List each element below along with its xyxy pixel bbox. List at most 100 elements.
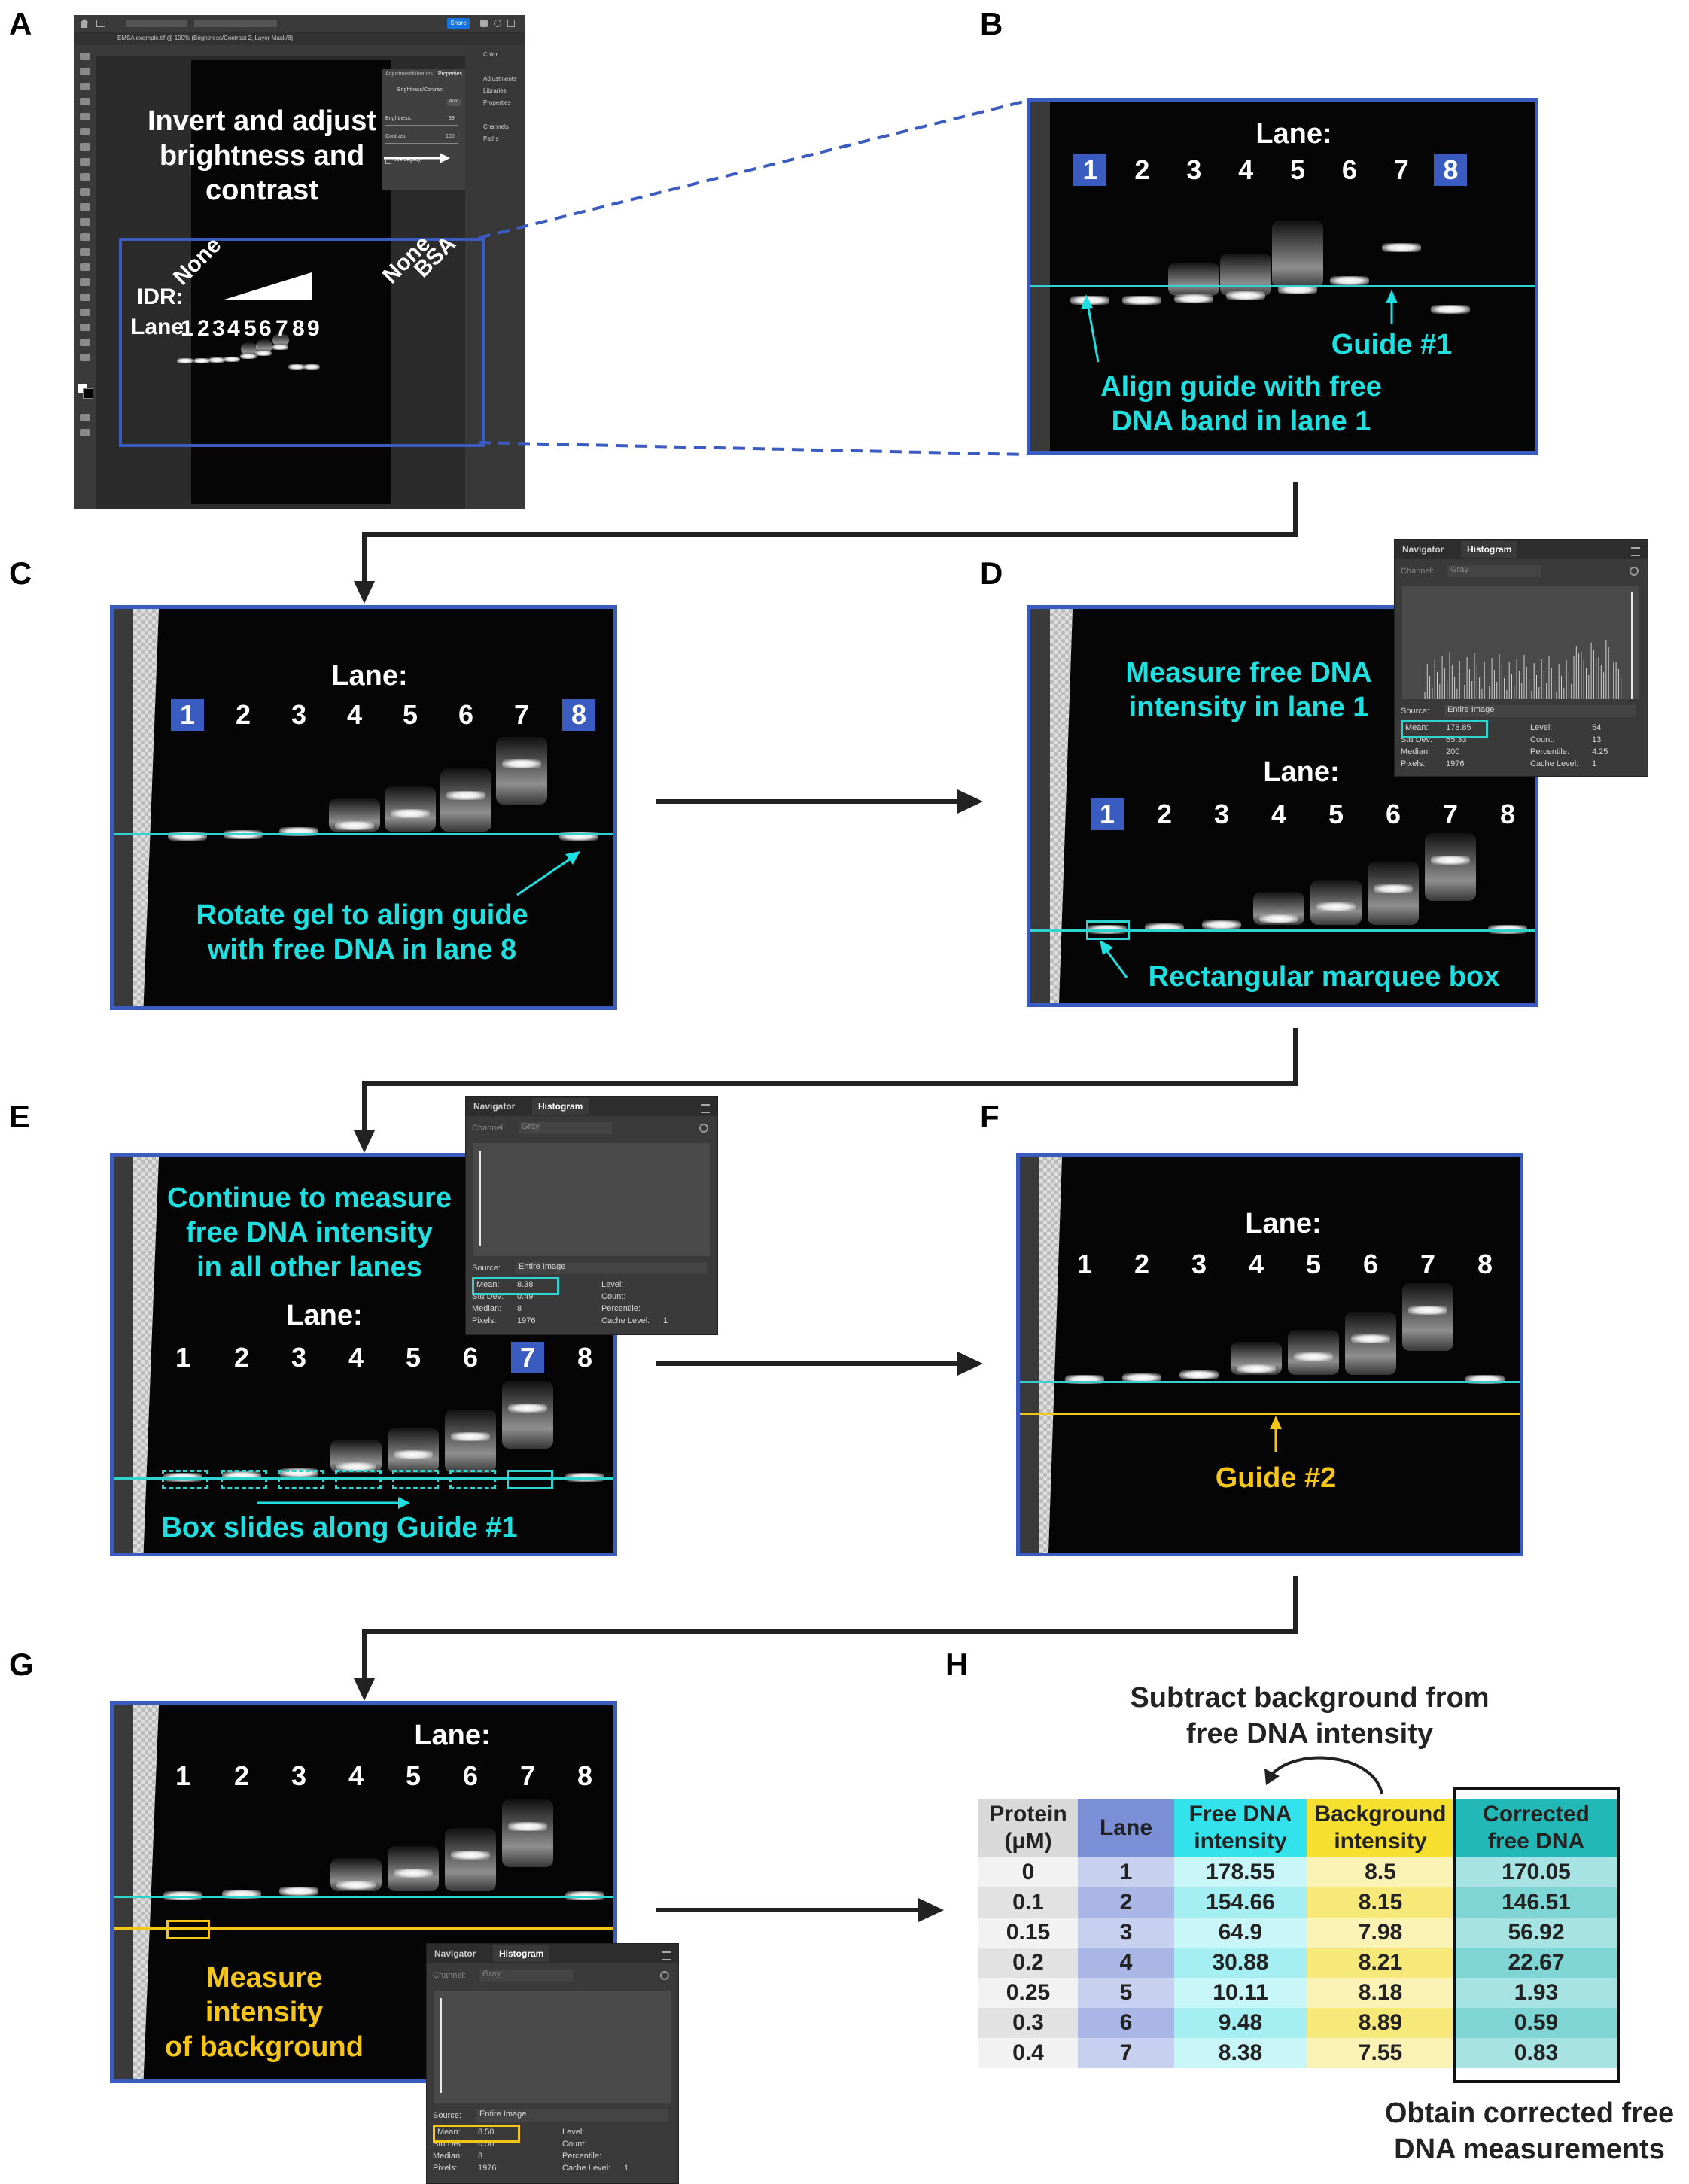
refresh-icon[interactable]	[1630, 567, 1639, 576]
frame-tool-icon[interactable]	[80, 128, 90, 135]
median-value: 8	[517, 1304, 522, 1313]
lane-title: Lane:	[1263, 756, 1340, 788]
histogram-tab[interactable]: Histogram	[532, 1098, 589, 1115]
blur-tool-icon[interactable]	[80, 248, 90, 256]
dock-paths[interactable]: Paths	[483, 135, 499, 142]
source-select[interactable]: Entire Image	[1444, 705, 1636, 717]
brightness-value[interactable]: 39	[449, 116, 455, 121]
stamp-tool-icon[interactable]	[80, 188, 90, 196]
panel-menu-icon[interactable]	[662, 1951, 671, 1960]
channel-select[interactable]: Gray	[1447, 565, 1541, 577]
lane-number: 1	[175, 1760, 191, 1791]
marquee-box-previous	[335, 1470, 382, 1489]
share-button[interactable]: Share	[447, 18, 470, 29]
workspace-icon[interactable]	[507, 20, 515, 27]
panel-menu-icon[interactable]	[1631, 547, 1640, 556]
quick-mask-icon[interactable]	[80, 414, 90, 421]
marquee-tool-icon[interactable]	[80, 68, 90, 75]
path-select-icon[interactable]	[80, 309, 90, 316]
panel-menu-icon[interactable]	[701, 1104, 710, 1113]
gel-edge-strip	[114, 609, 133, 1006]
h-footer: Obtain corrected free DNA measurements	[1384, 2097, 1675, 2165]
dock-properties[interactable]: Properties	[483, 99, 511, 106]
eyedropper-tool-icon[interactable]	[80, 143, 90, 151]
gel-band	[208, 357, 225, 363]
show-transform-control[interactable]	[194, 20, 277, 27]
history-brush-icon[interactable]	[80, 203, 90, 211]
source-select[interactable]: Entire Image	[516, 1262, 707, 1274]
gel-smear	[502, 1799, 553, 1867]
move-tool-icon[interactable]	[96, 20, 105, 27]
panel-label-f: F	[980, 1099, 1000, 1134]
median-value: 8	[478, 2152, 483, 2161]
healing-tool-icon[interactable]	[80, 158, 90, 166]
idr-label: IDR:	[137, 284, 184, 309]
lane-label: Lane:	[131, 315, 192, 339]
props-tab-libraries[interactable]: Libraries	[412, 71, 433, 77]
header-line: Background	[1314, 1802, 1447, 1827]
shape-tool-icon[interactable]	[80, 324, 90, 331]
histogram-tab[interactable]: Histogram	[1461, 541, 1518, 558]
gel-band	[1294, 1352, 1333, 1361]
crop-tool-icon[interactable]	[80, 113, 90, 120]
count-label: Count:	[601, 1292, 626, 1301]
navigator-tab[interactable]: Navigator	[1402, 544, 1444, 555]
channel-select[interactable]: Gray	[479, 1970, 573, 1982]
ps-document-tab[interactable]: EMSA example.tif @ 100% (Brightness/Cont…	[74, 32, 525, 45]
auto-button[interactable]: Auto	[447, 99, 461, 106]
refresh-icon[interactable]	[699, 1124, 708, 1133]
eraser-tool-icon[interactable]	[80, 218, 90, 226]
zoom-tool-icon[interactable]	[80, 354, 90, 361]
c-annotation-arrow	[516, 851, 580, 896]
dock-adjustments[interactable]: Adjustments	[483, 75, 517, 82]
lasso-tool-icon[interactable]	[80, 83, 90, 90]
gradient-tool-icon[interactable]	[80, 233, 90, 241]
channel-select[interactable]: Gray	[519, 1122, 612, 1134]
level-value: 54	[1592, 723, 1602, 732]
brightness-slider[interactable]	[385, 125, 458, 126]
f-annotation-arrow	[1270, 1416, 1282, 1452]
gel-band	[1179, 1370, 1219, 1379]
auto-select-control[interactable]	[126, 20, 187, 27]
contrast-value[interactable]: 100	[446, 134, 455, 139]
props-tab-properties[interactable]: Properties	[438, 71, 462, 77]
navigator-tab[interactable]: Navigator	[473, 1101, 516, 1112]
document-tab-title[interactable]: EMSA example.tif @ 100% (Brightness/Cont…	[117, 35, 294, 41]
histogram-tab[interactable]: Histogram	[493, 1945, 550, 1962]
dock-libraries[interactable]: Libraries	[483, 87, 507, 94]
select-tool-icon[interactable]	[80, 98, 90, 105]
brush-tool-icon[interactable]	[80, 173, 90, 181]
gel-band	[1374, 884, 1413, 893]
dock-color[interactable]: Color	[483, 51, 498, 58]
props-tab-adjustments[interactable]: Adjustments	[385, 71, 415, 77]
screen-mode-icon[interactable]	[80, 429, 90, 436]
background-color-swatch[interactable]	[83, 388, 93, 399]
navigator-tab[interactable]: Navigator	[434, 1948, 476, 1959]
dock-channels[interactable]: Channels	[483, 123, 509, 130]
source-select[interactable]: Entire Image	[476, 2109, 668, 2122]
lane-number: 8	[1434, 154, 1468, 186]
type-tool-icon[interactable]	[80, 294, 90, 301]
gel-smear	[256, 339, 272, 353]
marquee-box-current[interactable]	[507, 1470, 553, 1489]
lane-number: 4	[348, 1760, 364, 1791]
cell-protein: 0.1	[978, 1887, 1078, 1918]
hand-tool-icon[interactable]	[80, 339, 90, 346]
marquee-box[interactable]	[1086, 920, 1130, 940]
move-tool-icon[interactable]	[80, 53, 90, 60]
contrast-slider[interactable]	[385, 143, 458, 144]
gel-smear	[1345, 1312, 1396, 1375]
bell-icon[interactable]	[480, 20, 488, 27]
lane-title: Lane:	[331, 660, 408, 692]
refresh-icon[interactable]	[660, 1971, 669, 1980]
pen-tool-icon[interactable]	[80, 278, 90, 286]
help-icon[interactable]	[494, 20, 501, 27]
dodge-tool-icon[interactable]	[80, 263, 90, 271]
home-icon[interactable]	[80, 19, 89, 28]
background-marquee-box[interactable]	[166, 1920, 210, 1939]
